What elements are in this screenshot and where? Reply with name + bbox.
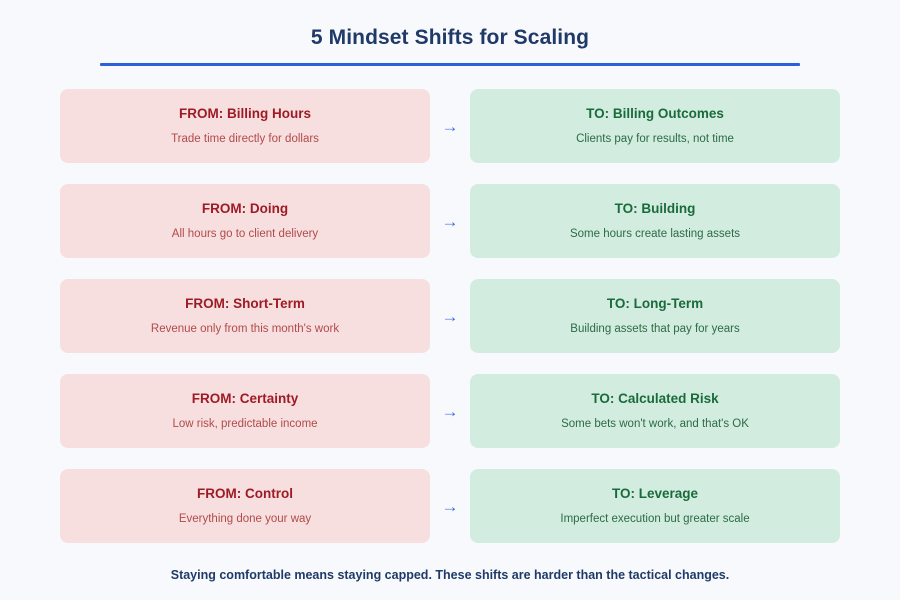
to-card-subtext: Some bets won't work, and that's OK <box>561 418 749 430</box>
shift-row: FROM: Control Everything done your way →… <box>60 469 840 543</box>
to-card: TO: Building Some hours create lasting a… <box>470 184 840 258</box>
from-card-heading: FROM: Billing Hours <box>179 106 311 121</box>
arrow-cell: → <box>430 469 470 543</box>
arrow-cell: → <box>430 279 470 353</box>
arrow-cell: → <box>430 374 470 448</box>
right-arrow-icon: → <box>441 116 459 136</box>
right-arrow-icon: → <box>441 211 459 231</box>
from-card-heading: FROM: Short-Term <box>185 296 305 311</box>
from-card: FROM: Billing Hours Trade time directly … <box>60 89 430 163</box>
arrow-cell: → <box>430 184 470 258</box>
right-arrow-icon: → <box>441 401 459 421</box>
right-arrow-icon: → <box>441 496 459 516</box>
to-card-heading: TO: Calculated Risk <box>591 391 719 406</box>
to-card-heading: TO: Billing Outcomes <box>586 106 724 121</box>
footer-note: Staying comfortable means staying capped… <box>170 568 730 582</box>
to-card: TO: Long-Term Building assets that pay f… <box>470 279 840 353</box>
from-card-heading: FROM: Doing <box>201 201 289 216</box>
title-underline-rule <box>100 63 800 66</box>
from-card: FROM: Doing All hours go to client deliv… <box>60 184 430 258</box>
shift-row: FROM: Short-Term Revenue only from this … <box>60 279 840 353</box>
shift-row: FROM: Certainty Low risk, predictable in… <box>60 374 840 448</box>
from-card-subtext: Low risk, predictable income <box>172 418 318 430</box>
to-card-heading: TO: Leverage <box>611 486 699 501</box>
to-card: TO: Calculated Risk Some bets won't work… <box>470 374 840 448</box>
to-card-subtext: Imperfect execution but greater scale <box>560 513 750 525</box>
to-card: TO: Leverage Imperfect execution but gre… <box>470 469 840 543</box>
from-card-heading: FROM: Certainty <box>191 391 299 406</box>
from-card-subtext: Trade time directly for dollars <box>171 133 319 145</box>
header: 5 Mindset Shifts for Scaling <box>0 0 900 66</box>
to-card-subtext: Building assets that pay for years <box>570 323 740 335</box>
to-card: TO: Billing Outcomes Clients pay for res… <box>470 89 840 163</box>
from-card-subtext: Everything done your way <box>178 513 312 525</box>
shift-row: FROM: Doing All hours go to client deliv… <box>60 184 840 258</box>
from-card-subtext: All hours go to client delivery <box>171 228 319 240</box>
from-card: FROM: Control Everything done your way <box>60 469 430 543</box>
shift-rows-container: FROM: Billing Hours Trade time directly … <box>0 89 900 543</box>
right-arrow-icon: → <box>441 306 459 326</box>
arrow-cell: → <box>430 89 470 163</box>
to-card-subtext: Clients pay for results, not time <box>576 133 734 145</box>
from-card-subtext: Revenue only from this month's work <box>150 323 340 335</box>
to-card-heading: TO: Building <box>614 201 696 216</box>
to-card-heading: TO: Long-Term <box>606 296 704 311</box>
from-card: FROM: Certainty Low risk, predictable in… <box>60 374 430 448</box>
from-card-heading: FROM: Control <box>197 486 293 501</box>
page-title: 5 Mindset Shifts for Scaling <box>310 26 590 49</box>
to-card-subtext: Some hours create lasting assets <box>569 228 741 240</box>
shift-row: FROM: Billing Hours Trade time directly … <box>60 89 840 163</box>
from-card: FROM: Short-Term Revenue only from this … <box>60 279 430 353</box>
footer: Staying comfortable means staying capped… <box>0 567 900 584</box>
